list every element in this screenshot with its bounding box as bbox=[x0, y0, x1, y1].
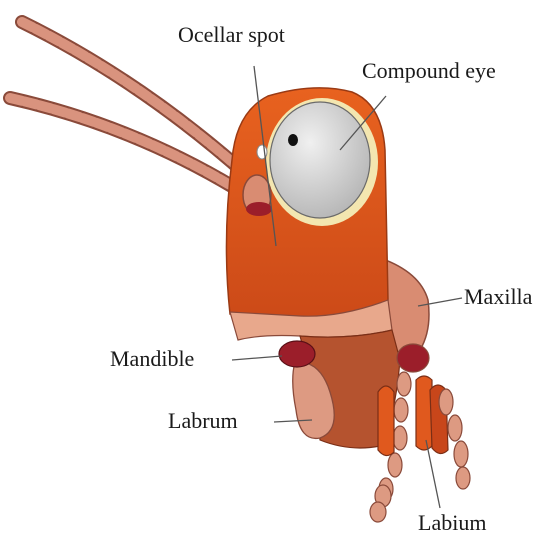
label-compound-eye: Compound eye bbox=[362, 60, 496, 82]
eye-highlight bbox=[288, 134, 298, 146]
compound-eye bbox=[270, 102, 370, 218]
antenna-socket-base bbox=[246, 202, 272, 216]
leader-mandible bbox=[232, 356, 282, 360]
lower-palp bbox=[370, 485, 391, 522]
label-labium: Labium bbox=[418, 512, 486, 534]
label-mandible: Mandible bbox=[110, 348, 194, 370]
label-ocellar-spot: Ocellar spot bbox=[178, 24, 285, 46]
label-labrum: Labrum bbox=[168, 410, 238, 432]
mandible bbox=[279, 341, 315, 367]
label-maxilla: Maxilla bbox=[464, 286, 532, 308]
labium bbox=[378, 376, 448, 456]
